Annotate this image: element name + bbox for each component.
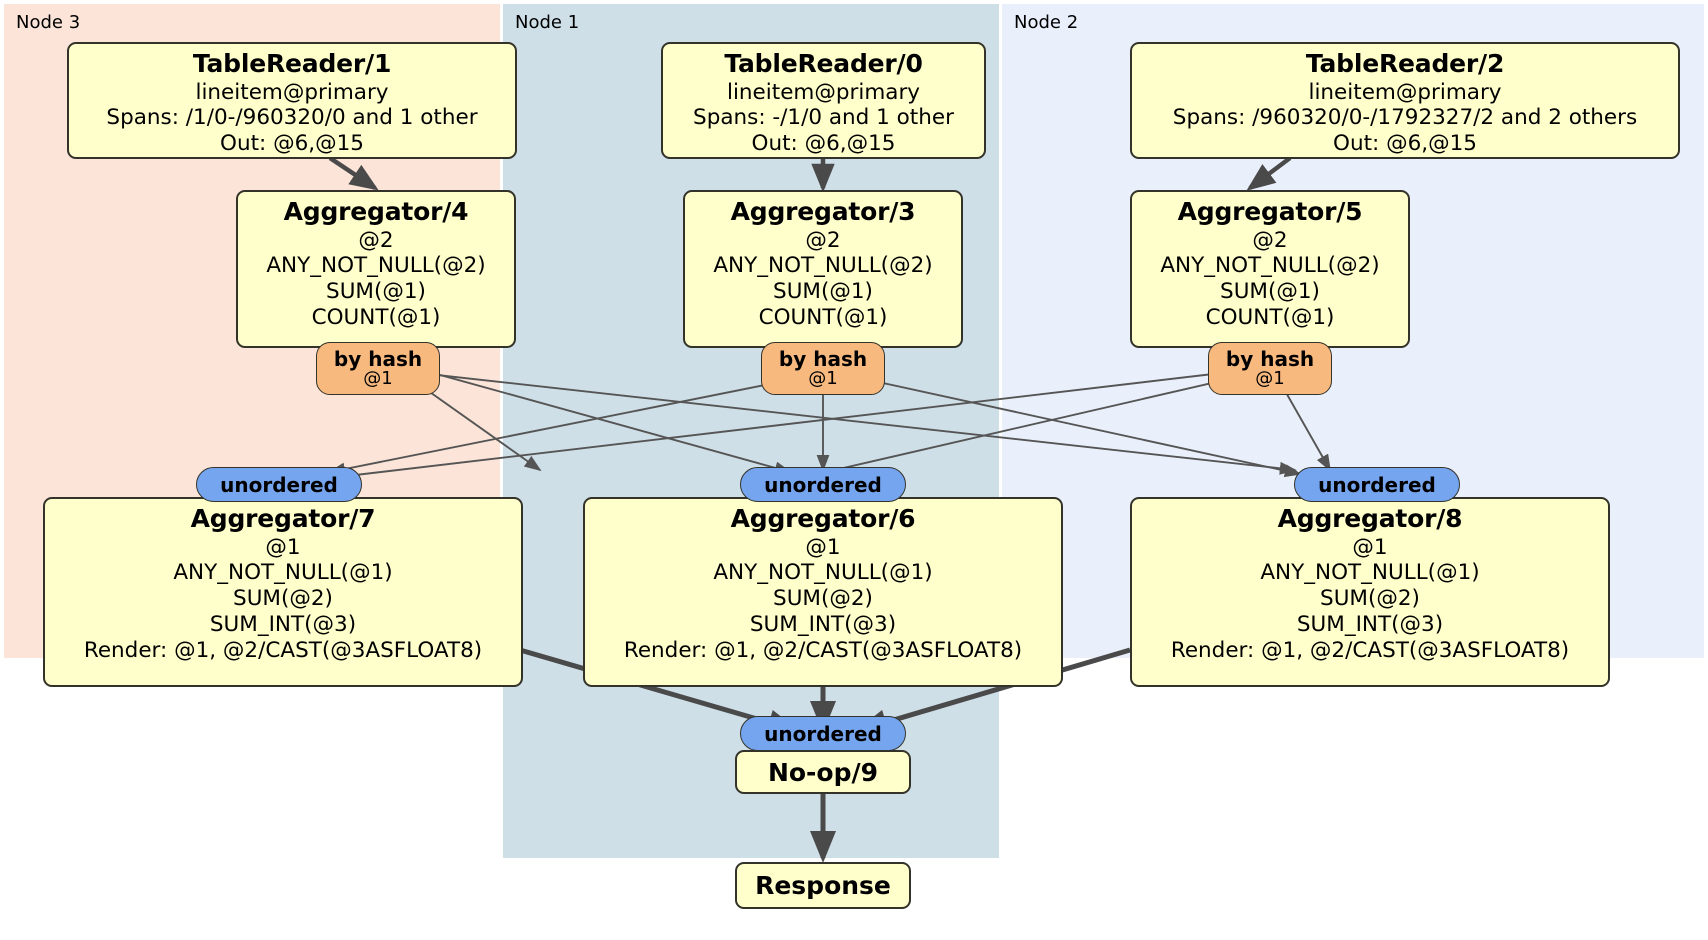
router-sublabel: @1: [808, 367, 838, 389]
processor-detail-line: @2: [358, 227, 394, 253]
processor-no-op-9[interactable]: No-op/9: [735, 750, 911, 794]
processor-detail-line: lineitem@primary: [1308, 79, 1502, 105]
processor-detail-line: lineitem@primary: [726, 79, 921, 105]
router-by-hash-center[interactable]: by hash @1: [761, 342, 885, 395]
processor-detail-line: SUM_INT(@3): [209, 611, 357, 637]
processor-detail-line: ANY_NOT_NULL(@2): [266, 253, 486, 279]
router-label: by hash: [333, 346, 423, 371]
processor-detail-line: Spans: /960320/0-/1792327/2 and 2 others: [1172, 105, 1638, 131]
processor-aggregator-4[interactable]: Aggregator/4 @2 ANY_NOT_NULL(@2) SUM(@1)…: [236, 190, 516, 348]
processor-aggregator-7[interactable]: Aggregator/7 @1 ANY_NOT_NULL(@1) SUM(@2)…: [43, 497, 523, 687]
processor-response[interactable]: Response: [735, 862, 911, 909]
processor-detail-line: Spans: -/1/0 and 1 other: [693, 105, 954, 131]
processor-detail-line: Render: @1, @2/CAST(@3ASFLOAT8): [623, 637, 1023, 663]
synchronizer-label: unordered: [764, 472, 882, 497]
processor-title: Aggregator/5: [1177, 197, 1363, 226]
processor-detail-line: Render: @1, @2/CAST(@3ASFLOAT8): [83, 637, 483, 663]
processor-detail-line: Render: @1, @2/CAST(@3ASFLOAT8): [1170, 637, 1570, 663]
processor-title: Response: [755, 871, 891, 900]
processor-aggregator-5[interactable]: Aggregator/5 @2 ANY_NOT_NULL(@2) SUM(@1)…: [1130, 190, 1410, 348]
processor-detail-line: @2: [805, 227, 841, 253]
synchronizer-label: unordered: [1318, 472, 1436, 497]
processor-detail-line: ANY_NOT_NULL(@2): [713, 253, 933, 279]
processor-aggregator-8[interactable]: Aggregator/8 @1 ANY_NOT_NULL(@1) SUM(@2)…: [1130, 497, 1610, 687]
processor-title: Aggregator/4: [283, 197, 469, 226]
processor-title: TableReader/2: [1305, 49, 1505, 78]
processor-detail-line: ANY_NOT_NULL(@1): [1260, 560, 1480, 586]
processor-title: Aggregator/8: [1277, 504, 1463, 533]
processor-detail-line: SUM(@1): [326, 279, 426, 305]
synchronizer-unordered-center[interactable]: unordered: [740, 467, 906, 502]
processor-title: No-op/9: [767, 757, 879, 787]
node-panel-label-node3: Node 3: [16, 12, 81, 33]
processor-detail-line: @1: [265, 534, 301, 560]
router-label: by hash: [778, 346, 868, 371]
router-by-hash-right[interactable]: by hash @1: [1208, 342, 1332, 395]
processor-detail-line: COUNT(@1): [1205, 304, 1335, 330]
router-by-hash-left[interactable]: by hash @1: [316, 342, 440, 395]
processor-detail-line: @1: [805, 534, 841, 560]
processor-detail-line: ANY_NOT_NULL(@1): [713, 560, 933, 586]
processor-detail-line: ANY_NOT_NULL(@1): [173, 560, 393, 586]
processor-table-reader-0[interactable]: TableReader/0 lineitem@primary Spans: -/…: [661, 42, 986, 159]
processor-title: TableReader/1: [192, 49, 392, 78]
synchronizer-unordered-left[interactable]: unordered: [196, 467, 362, 502]
synchronizer-label: unordered: [764, 721, 882, 746]
synchronizer-unordered-right[interactable]: unordered: [1294, 467, 1460, 502]
processor-detail-line: Spans: /1/0-/960320/0 and 1 other: [106, 105, 478, 131]
processor-table-reader-2[interactable]: TableReader/2 lineitem@primary Spans: /9…: [1130, 42, 1680, 159]
processor-detail-line: @2: [1252, 227, 1288, 253]
processor-detail-line: SUM_INT(@3): [1296, 611, 1444, 637]
processor-title: Aggregator/3: [730, 197, 916, 226]
router-sublabel: @1: [1255, 367, 1285, 389]
processor-table-reader-1[interactable]: TableReader/1 lineitem@primary Spans: /1…: [67, 42, 517, 159]
processor-title: TableReader/0: [724, 49, 923, 78]
processor-detail-line: lineitem@primary: [195, 79, 389, 105]
processor-title: Aggregator/6: [730, 504, 916, 533]
processor-detail-line: ANY_NOT_NULL(@2): [1160, 253, 1380, 279]
node-panel-label-node1: Node 1: [515, 12, 580, 33]
processor-title: Aggregator/7: [190, 504, 376, 533]
synchronizer-label: unordered: [220, 472, 338, 497]
processor-detail-line: COUNT(@1): [311, 304, 441, 330]
processor-detail-line: SUM(@2): [233, 586, 333, 612]
processor-aggregator-3[interactable]: Aggregator/3 @2 ANY_NOT_NULL(@2) SUM(@1)…: [683, 190, 963, 348]
processor-aggregator-6[interactable]: Aggregator/6 @1 ANY_NOT_NULL(@1) SUM(@2)…: [583, 497, 1063, 687]
router-label: by hash: [1225, 346, 1315, 371]
processor-detail-line: COUNT(@1): [758, 304, 888, 330]
processor-detail-line: SUM(@1): [1220, 279, 1320, 305]
processor-detail-line: @1: [1352, 534, 1388, 560]
processor-detail-line: SUM_INT(@3): [749, 611, 897, 637]
processor-detail-line: SUM(@2): [1320, 586, 1420, 612]
processor-detail-line: SUM(@1): [773, 279, 873, 305]
processor-detail-line: Out: @6,@15: [751, 131, 896, 157]
synchronizer-unordered-final[interactable]: unordered: [740, 716, 906, 751]
processor-detail-line: Out: @6,@15: [1333, 131, 1477, 157]
processor-detail-line: Out: @6,@15: [220, 131, 364, 157]
node-panel-label-node2: Node 2: [1014, 12, 1079, 33]
processor-detail-line: SUM(@2): [773, 586, 873, 612]
router-sublabel: @1: [363, 367, 393, 389]
